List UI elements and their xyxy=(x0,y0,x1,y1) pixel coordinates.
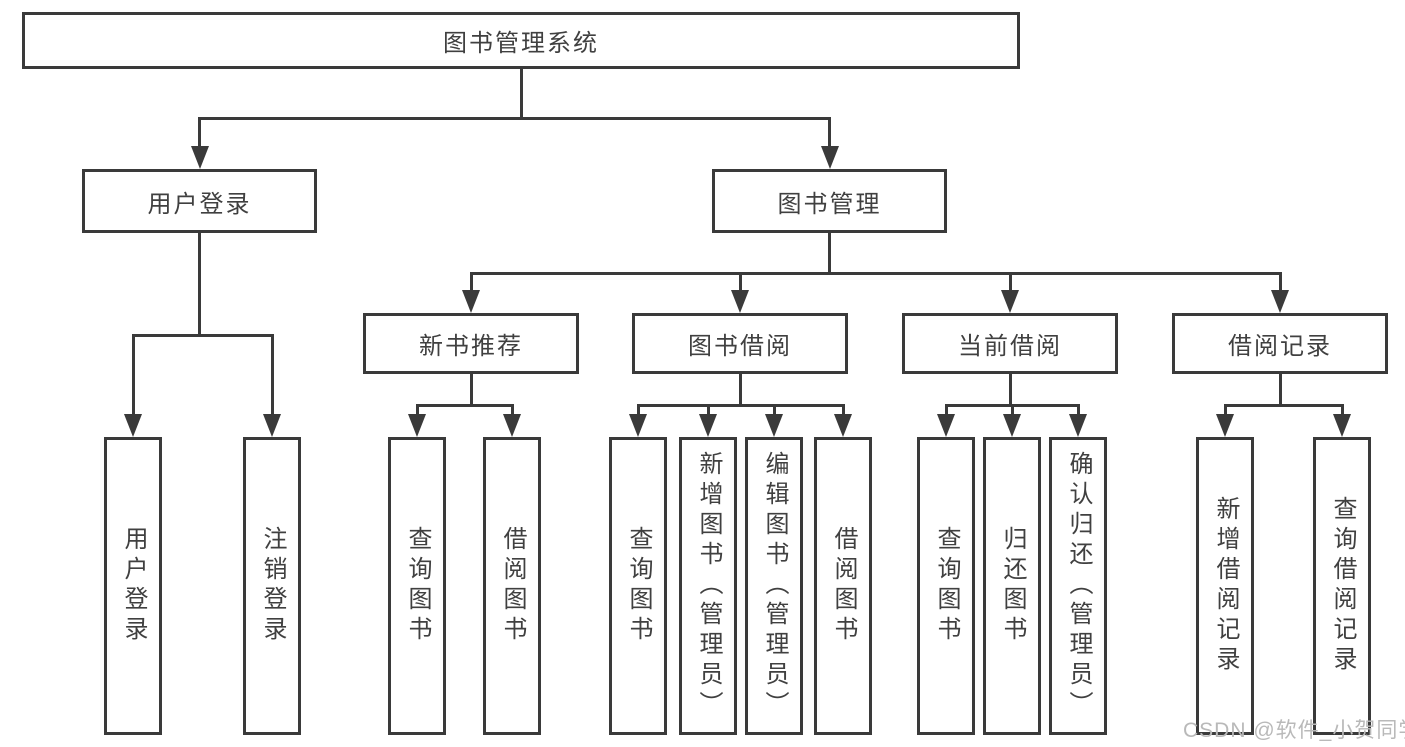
node-current-query-books: 查询图书 xyxy=(917,437,975,735)
connector-borrow-bar xyxy=(636,403,845,407)
connector-login-drop xyxy=(198,116,201,148)
connector-recommend-bar xyxy=(415,403,514,407)
arrow-down-icon xyxy=(629,414,647,437)
arrow-down-icon xyxy=(731,290,749,313)
node-label-book-management-module: 图书管理 xyxy=(777,190,882,218)
connector-rec-borrow-drop xyxy=(510,403,514,416)
connector-cur-confirm-drop xyxy=(1076,403,1080,416)
arrow-down-icon xyxy=(1001,290,1019,313)
node-label-new-book-recommendation: 新书推荐 xyxy=(419,333,523,360)
connector-borrow-stem xyxy=(738,374,742,405)
arrow-down-icon xyxy=(820,146,839,169)
connector-system-stem xyxy=(519,69,523,118)
node-label-current-confirm-return-admin: 确认归还（管理员） xyxy=(1065,451,1092,721)
node-book-management-module: 图书管理 xyxy=(712,169,947,233)
arrow-down-icon xyxy=(503,414,521,437)
arrow-down-icon xyxy=(462,290,480,313)
node-user-login-module: 用户登录 xyxy=(82,169,317,233)
node-new-book-recommendation: 新书推荐 xyxy=(363,313,579,374)
connector-mgmt-bar xyxy=(469,271,1282,275)
connector-rec-query-drop xyxy=(415,403,419,416)
connector-records-stem xyxy=(1278,374,1282,405)
node-label-borrowing-records: 借阅记录 xyxy=(1228,333,1332,360)
connector-mgmt-stem xyxy=(828,233,831,273)
node-logout-leaf: 注销登录 xyxy=(243,437,301,735)
arrow-down-icon xyxy=(1003,414,1021,437)
node-label-borrowing-query-books: 查询图书 xyxy=(625,526,652,646)
node-label-user-login-leaf: 用户登录 xyxy=(120,526,147,646)
node-label-borrowing-add-books-admin: 新增图书（管理员） xyxy=(695,451,722,721)
connector-bor-edit-drop xyxy=(772,403,776,416)
node-label-records-add-borrow-record: 新增借阅记录 xyxy=(1212,496,1239,676)
connector-records-bar xyxy=(1223,403,1344,407)
node-recommend-query-books: 查询图书 xyxy=(388,437,446,735)
node-book-borrowing: 图书借阅 xyxy=(632,313,848,374)
node-current-confirm-return-admin: 确认归还（管理员） xyxy=(1049,437,1107,735)
arrow-down-icon xyxy=(765,414,783,437)
connector-login-user-drop xyxy=(131,333,135,416)
node-label-borrowing-borrow-books: 借阅图书 xyxy=(830,526,857,646)
connector-records-drop xyxy=(1278,271,1282,292)
arrow-down-icon xyxy=(124,414,142,437)
node-borrowing-add-books-admin: 新增图书（管理员） xyxy=(679,437,737,735)
node-user-login-leaf: 用户登录 xyxy=(104,437,162,735)
connector-cur-return-drop xyxy=(1010,403,1014,416)
arrow-down-icon xyxy=(937,414,955,437)
arrow-down-icon xyxy=(263,414,281,437)
node-borrowing-query-books: 查询图书 xyxy=(609,437,667,735)
node-label-current-return-books: 归还图书 xyxy=(999,526,1026,646)
node-label-current-borrowing: 当前借阅 xyxy=(958,333,1062,360)
node-records-query-borrow-record: 查询借阅记录 xyxy=(1313,437,1371,735)
node-label-logout-leaf: 注销登录 xyxy=(259,526,286,646)
connector-records-query-drop xyxy=(1340,403,1344,416)
node-records-add-borrow-record: 新增借阅记录 xyxy=(1196,437,1254,735)
connector-current-stem xyxy=(1008,374,1012,405)
connector-bor-add-drop xyxy=(706,403,710,416)
arrow-down-icon xyxy=(1069,414,1087,437)
node-label-recommend-query-books: 查询图书 xyxy=(404,526,431,646)
node-current-borrowing: 当前借阅 xyxy=(902,313,1118,374)
connector-system-bar xyxy=(198,116,831,120)
arrow-down-icon xyxy=(1216,414,1234,437)
node-borrowing-records: 借阅记录 xyxy=(1172,313,1388,374)
node-recommend-borrow-books: 借阅图书 xyxy=(483,437,541,735)
arrow-down-icon xyxy=(834,414,852,437)
connector-borrow-drop xyxy=(738,271,742,292)
connector-records-add-drop xyxy=(1223,403,1227,416)
node-label-records-query-borrow-record: 查询借阅记录 xyxy=(1329,496,1356,676)
csdn-watermark: CSDN @软件_小贺同学 xyxy=(1183,719,1405,742)
connector-login-stem xyxy=(198,233,201,335)
arrow-down-icon xyxy=(699,414,717,437)
node-label-library-management-system: 图书管理系统 xyxy=(443,30,599,57)
connector-login-logout-drop xyxy=(270,333,274,416)
node-label-book-borrowing: 图书借阅 xyxy=(688,333,792,360)
node-library-management-system: 图书管理系统 xyxy=(22,12,1020,69)
arrow-down-icon xyxy=(1271,290,1289,313)
connector-current-drop xyxy=(1008,271,1012,292)
connector-recommend-stem xyxy=(469,374,473,405)
connector-bor-query-drop xyxy=(636,403,640,416)
node-label-borrowing-edit-books-admin: 编辑图书（管理员） xyxy=(761,451,788,721)
node-label-user-login-module: 用户登录 xyxy=(147,190,252,218)
connector-cur-query-drop xyxy=(944,403,948,416)
node-borrowing-borrow-books: 借阅图书 xyxy=(814,437,872,735)
connector-login-bar xyxy=(131,333,274,337)
arrow-down-icon xyxy=(190,146,209,169)
node-label-current-query-books: 查询图书 xyxy=(933,526,960,646)
node-label-recommend-borrow-books: 借阅图书 xyxy=(499,526,526,646)
node-borrowing-edit-books-admin: 编辑图书（管理员） xyxy=(745,437,803,735)
arrow-down-icon xyxy=(1333,414,1351,437)
connector-mgmt-drop xyxy=(828,116,831,148)
arrow-down-icon xyxy=(408,414,426,437)
connector-recommend-drop xyxy=(469,271,473,292)
connector-bor-borrow-drop xyxy=(841,403,845,416)
node-current-return-books: 归还图书 xyxy=(983,437,1041,735)
